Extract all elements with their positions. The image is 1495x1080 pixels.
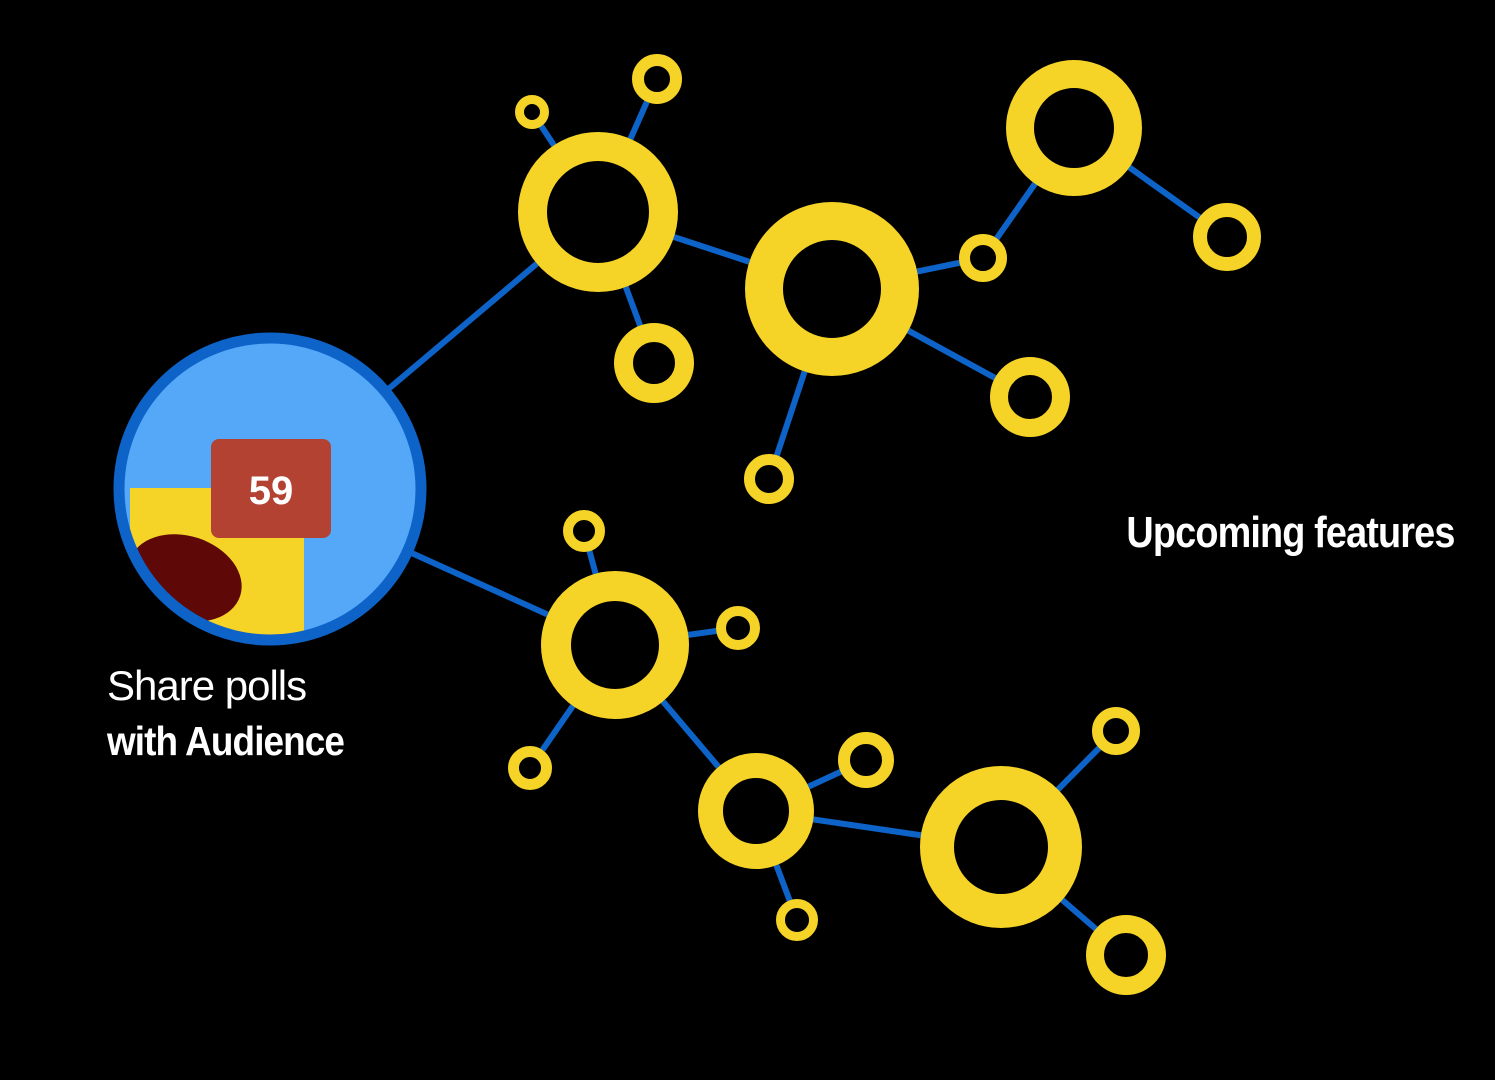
feature-node-n5 (698, 753, 814, 869)
feature-node-n2a (959, 234, 1007, 282)
upcoming-features-label: Upcoming features (1126, 508, 1456, 557)
feature-node-n1 (518, 132, 678, 292)
feature-node-n4 (541, 571, 689, 719)
feature-node-n6b (1086, 915, 1166, 995)
feature-node-n4b (716, 606, 760, 650)
feature-node-n4c (508, 746, 552, 790)
feature-node-n5b (776, 899, 818, 941)
feature-node-n1a (515, 95, 549, 129)
feature-node-n2b (990, 357, 1070, 437)
hub-border (113, 332, 427, 646)
feature-nodes-group (508, 54, 1261, 995)
count-badge: 59 (211, 439, 331, 538)
feature-node-n6a (1092, 707, 1140, 755)
hub-node[interactable]: 59 (113, 332, 427, 648)
hub-label-subtitle: with Audience (107, 718, 345, 764)
feature-node-n3 (1006, 60, 1142, 196)
feature-node-n2c (744, 454, 794, 504)
feature-node-n5a (838, 732, 894, 788)
feature-node-n1b (632, 54, 682, 104)
feature-node-n1c (614, 323, 694, 403)
hub-label-title: Share polls (107, 662, 307, 709)
feature-node-n2 (745, 202, 919, 376)
feature-node-n4a (563, 510, 605, 552)
feature-node-n3a (1193, 203, 1261, 271)
feature-node-n6 (920, 766, 1082, 928)
count-badge-text: 59 (249, 469, 294, 513)
